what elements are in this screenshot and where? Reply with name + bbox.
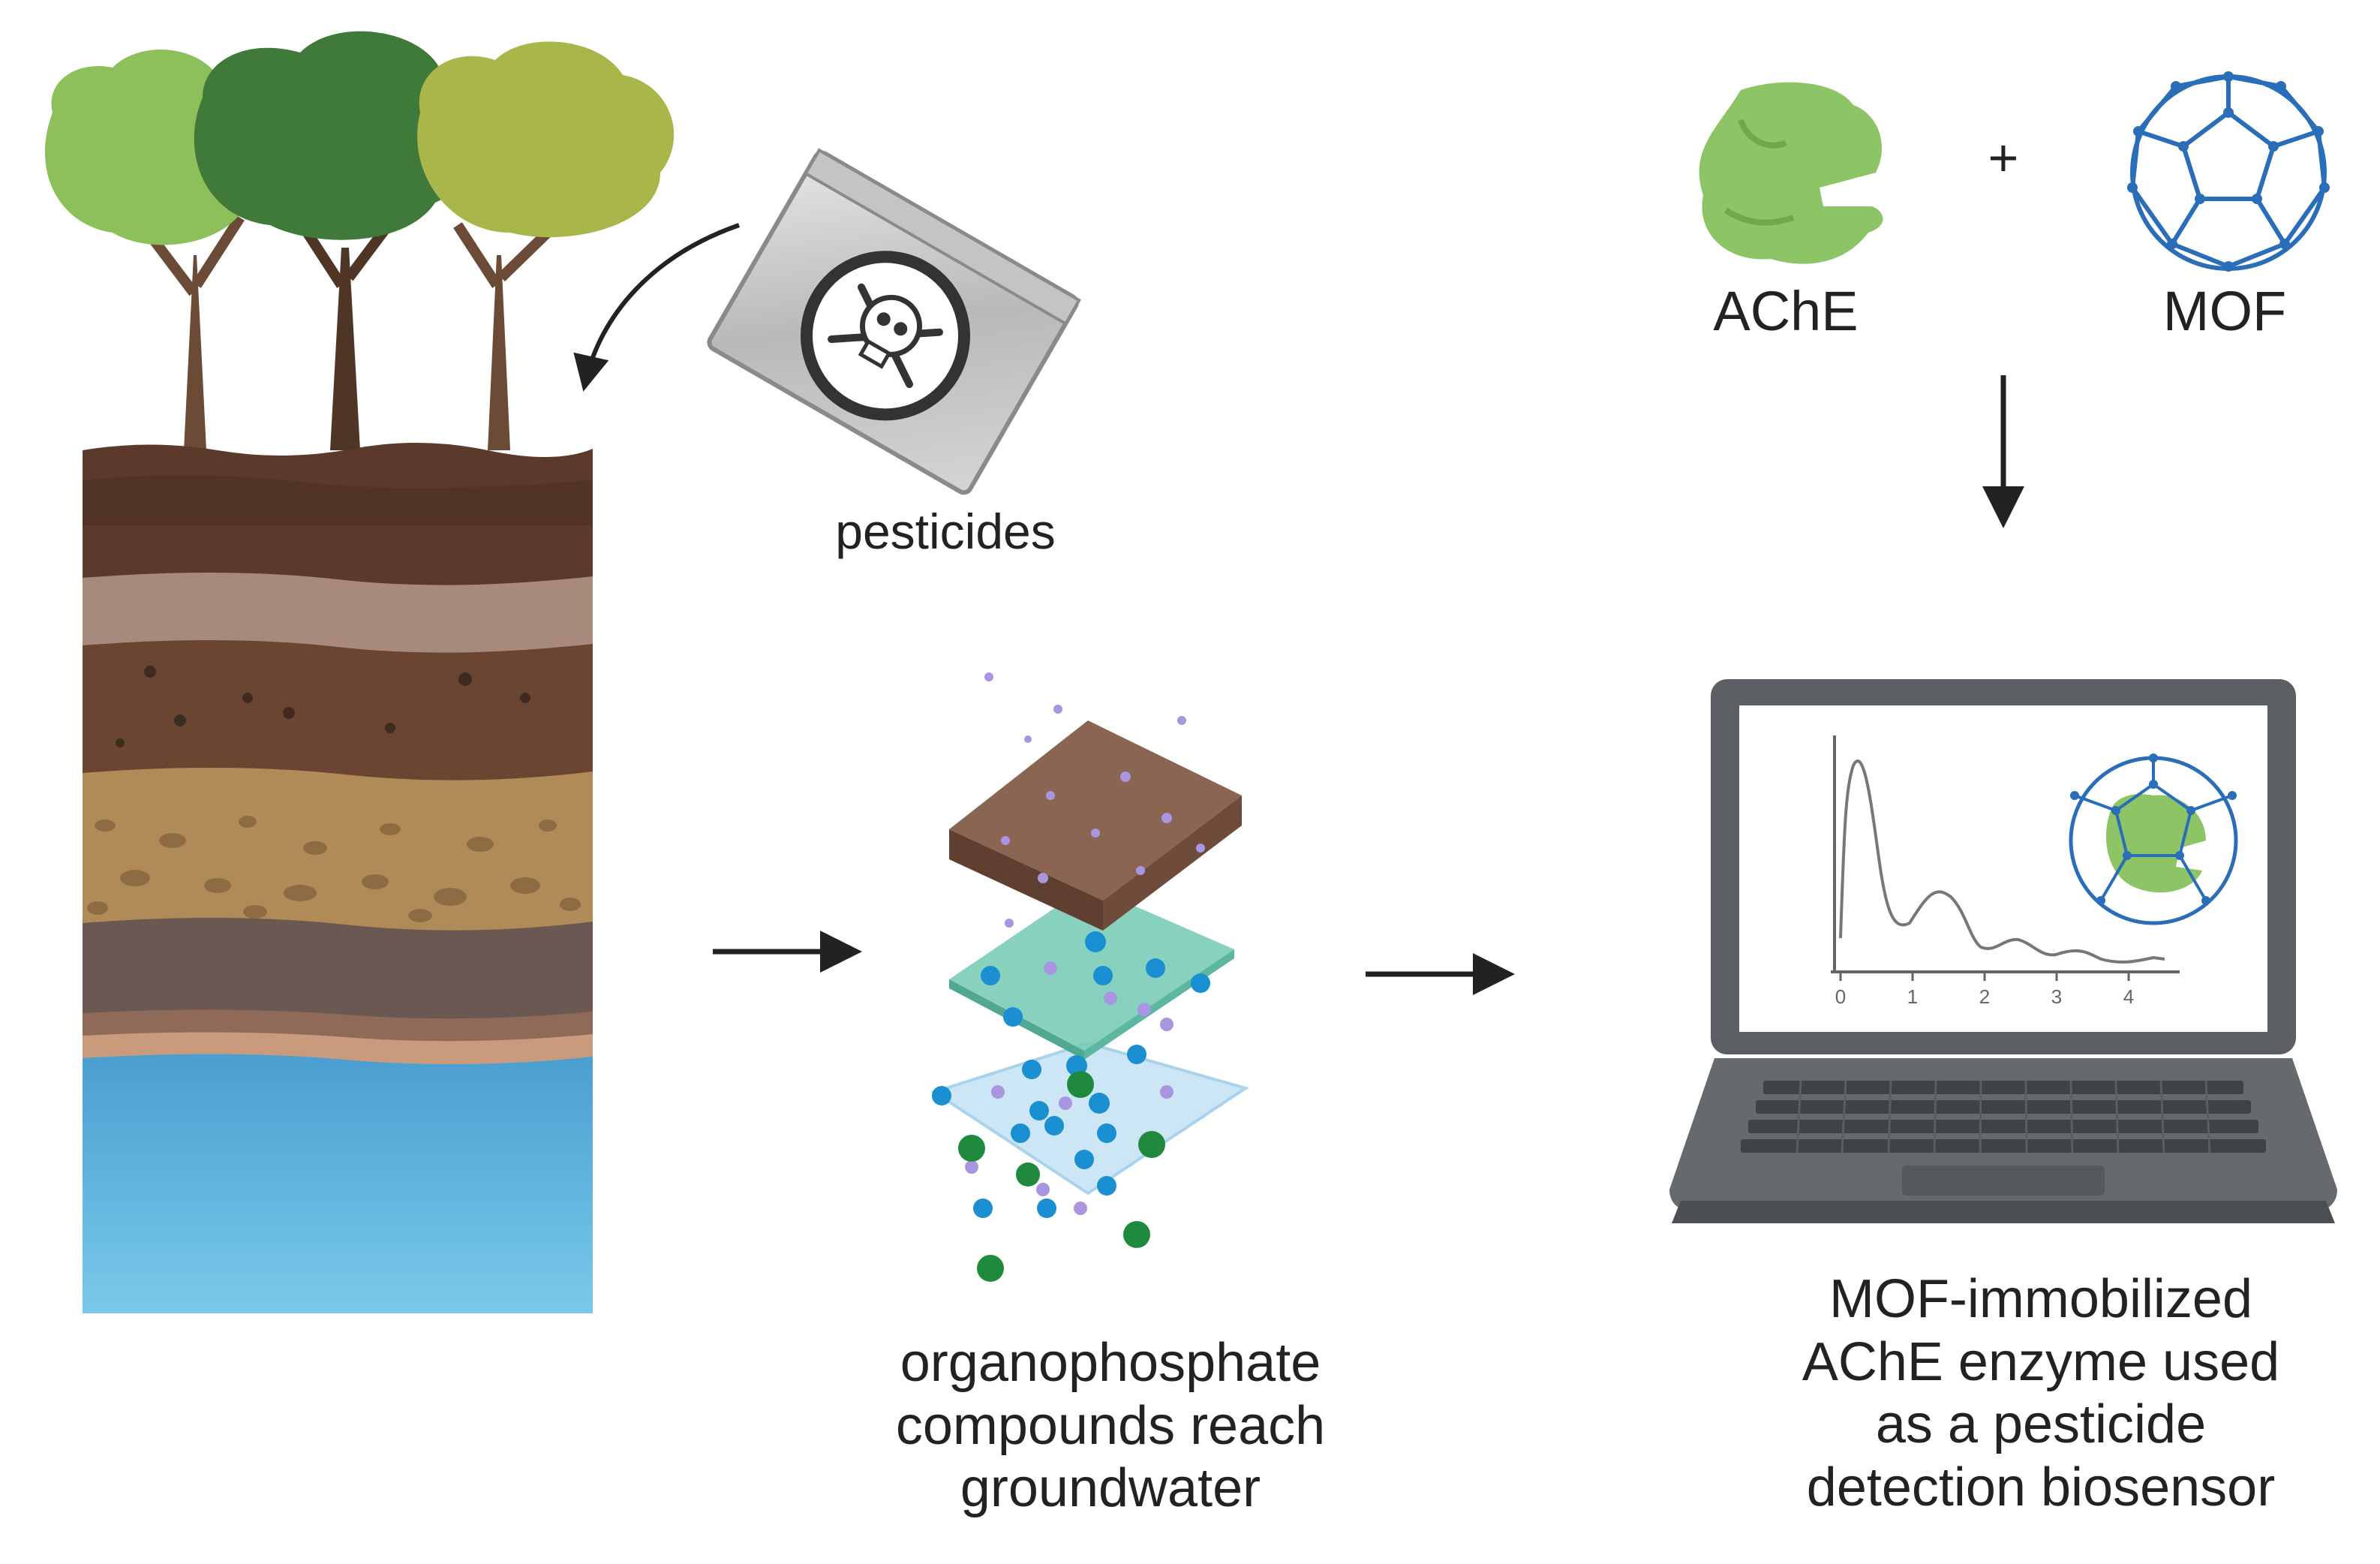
screen-chart-tick-label: 1 — [1907, 985, 1918, 1008]
water-layer-icon — [930, 1041, 1249, 1196]
biosensor-caption-line: detection biosensor — [1806, 1457, 2276, 1517]
organophosphate-caption-line: organophosphate — [900, 1333, 1321, 1393]
mof-enzyme-complex-icon — [2069, 753, 2238, 925]
biosensor-caption-line: as a pesticide — [1875, 1394, 2207, 1455]
screen-chart-tick-label: 2 — [1979, 985, 1990, 1008]
organophosphate-caption-line: compounds reach — [895, 1395, 1326, 1456]
screen-chart-tick-label: 3 — [2051, 985, 2062, 1008]
laptop-icon: 0 1 2 3 4 — [1669, 679, 2337, 1223]
plus-sign: + — [1988, 128, 2019, 187]
biosensor-caption-line: MOF-immobilized — [1829, 1269, 2253, 1329]
groundwater-icon — [83, 1054, 593, 1313]
organophosphate-caption-line: groundwater — [960, 1458, 1261, 1519]
soil-profile-icon — [83, 442, 593, 1066]
laptop-keyboard — [1741, 1081, 2266, 1153]
organophosphate-caption: organophosphate compounds reach groundwa… — [780, 1332, 1441, 1520]
screen-chart-curve — [1839, 759, 2165, 964]
tree-icon — [417, 41, 675, 450]
screen-chart-tick-label: 0 — [1835, 985, 1846, 1008]
biosensor-caption-line: AChE enzyme used — [1802, 1331, 2280, 1392]
skull-crossbones-icon — [801, 251, 970, 421]
curved-arrow — [573, 223, 740, 392]
trees-group — [44, 31, 675, 450]
screen-chart-tick-label: 4 — [2123, 985, 2134, 1008]
laptop-trackpad — [1902, 1165, 2105, 1196]
pesticide-bag-icon — [707, 148, 1081, 495]
tree-icon — [194, 31, 479, 450]
mof-label: MOF — [2162, 280, 2287, 342]
ache-label: AChE — [1713, 280, 1859, 342]
soil-layer-icon — [949, 720, 1242, 931]
pesticides-label: pesticides — [835, 504, 1056, 559]
biosensor-caption: MOF-immobilized AChE enzyme used as a pe… — [1696, 1268, 2380, 1519]
mof-cage-icon — [2127, 71, 2330, 272]
ache-enzyme-icon — [1699, 82, 1883, 264]
layered-illustration — [930, 672, 1249, 1282]
screen-chart: 0 1 2 3 4 — [1831, 735, 2180, 1008]
